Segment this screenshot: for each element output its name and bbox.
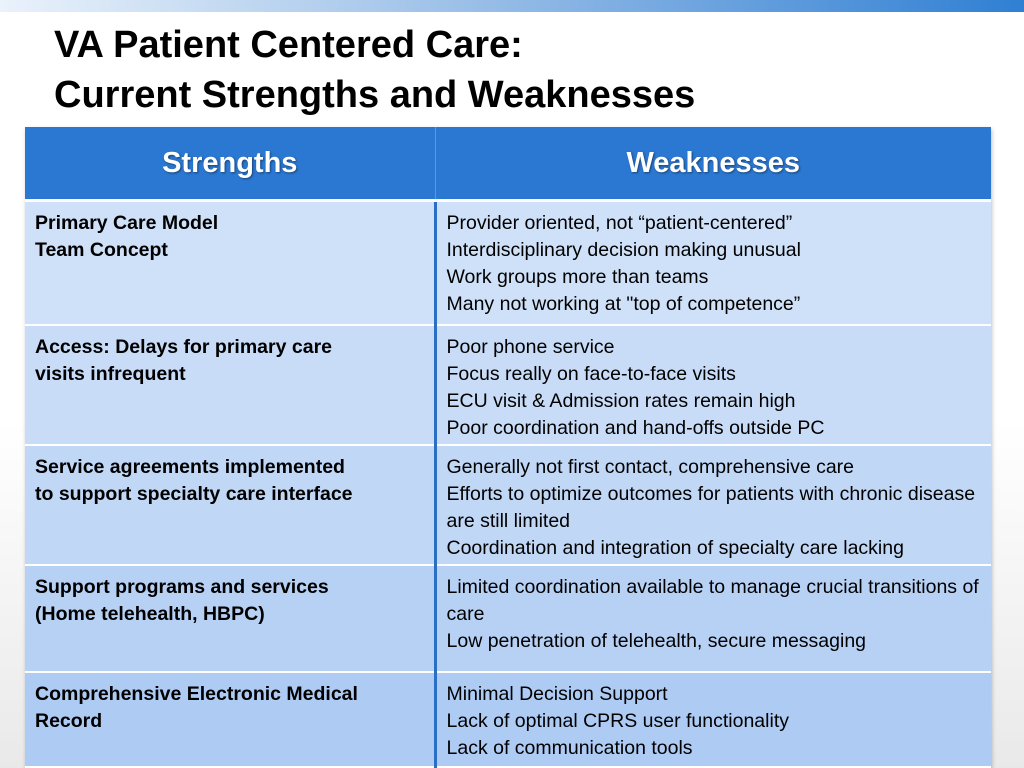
top-accent-bar: [0, 0, 1024, 12]
strengths-weaknesses-table: Strengths Weaknesses Primary Care Model …: [25, 127, 991, 768]
weakness-cell: Poor phone service Focus really on face-…: [435, 324, 991, 446]
weakness-item: Efforts to optimize outcomes for patient…: [446, 482, 976, 532]
strength-line: Team Concept: [35, 239, 168, 261]
weakness-item: Many not working at "top of competence”: [446, 293, 801, 315]
strength-line: Access: Delays for primary care: [35, 335, 333, 358]
weakness-item: Provider oriented, not “patient-centered…: [446, 212, 793, 234]
strength-cell: Access: Delays for primary care visits i…: [25, 324, 437, 446]
strength-cell: Comprehensive Electronic Medical Record: [25, 671, 437, 768]
weakness-item: Poor coordination and hand-offs outside …: [446, 416, 825, 439]
weakness-item: ECU visit & Admission rates remain high: [446, 389, 796, 412]
strength-line: visits infrequent: [35, 362, 186, 385]
slide-title-line-1: VA Patient Centered Care:: [54, 24, 523, 66]
strength-line: to support specialty care interface: [35, 482, 353, 505]
weakness-item: Work groups more than teams: [446, 266, 709, 288]
table-row: Access: Delays for primary care visits i…: [25, 324, 991, 446]
strength-line: Service agreements implemented: [35, 455, 345, 478]
weakness-item: Lack of communication tools: [446, 736, 693, 759]
weakness-item: Generally not first contact, comprehensi…: [446, 455, 855, 478]
strength-line: Support programs and services: [35, 575, 329, 598]
strength-cell: Service agreements implemented to suppor…: [25, 444, 437, 566]
weakness-cell: Generally not first contact, comprehensi…: [435, 444, 991, 566]
weakness-item: Minimal Decision Support: [446, 682, 668, 705]
weakness-item: Lack of optimal CPRS user functionality: [446, 709, 790, 732]
strength-cell: Support programs and services (Home tele…: [25, 564, 437, 673]
weakness-item: Focus really on face-to-face visits: [446, 362, 736, 385]
weakness-item: Coordination and integration of specialt…: [446, 536, 904, 559]
weakness-cell: Provider oriented, not “patient-centered…: [435, 200, 991, 326]
table-row: Support programs and services (Home tele…: [25, 564, 991, 673]
strength-cell: Primary Care Model Team Concept: [25, 200, 437, 326]
weakness-cell: Limited coordination available to manage…: [435, 564, 991, 673]
weakness-item: Limited coordination available to manage…: [446, 575, 979, 625]
weakness-cell: Minimal Decision Support Lack of optimal…: [435, 671, 991, 768]
table-row: Comprehensive Electronic Medical Record …: [25, 671, 991, 768]
table-row: Service agreements implemented to suppor…: [25, 444, 991, 566]
weakness-item: Low penetration of telehealth, secure me…: [446, 629, 867, 652]
slide-title-line-2: Current Strengths and Weaknesses: [54, 74, 696, 116]
table-header-row: Strengths Weaknesses: [25, 127, 991, 202]
strength-line: Primary Care Model: [35, 212, 219, 234]
table-row: Primary Care Model Team Concept Provider…: [25, 200, 991, 326]
strength-line: (Home telehealth, HBPC): [35, 602, 265, 625]
header-strengths: Strengths: [25, 127, 436, 202]
weakness-item: Interdisciplinary decision making unusua…: [446, 239, 801, 261]
slide-title: VA Patient Centered Care: Current Streng…: [54, 20, 994, 120]
weakness-item: Poor phone service: [446, 335, 615, 358]
header-weaknesses: Weaknesses: [435, 127, 991, 202]
strength-line: Comprehensive Electronic Medical Record: [35, 682, 358, 732]
